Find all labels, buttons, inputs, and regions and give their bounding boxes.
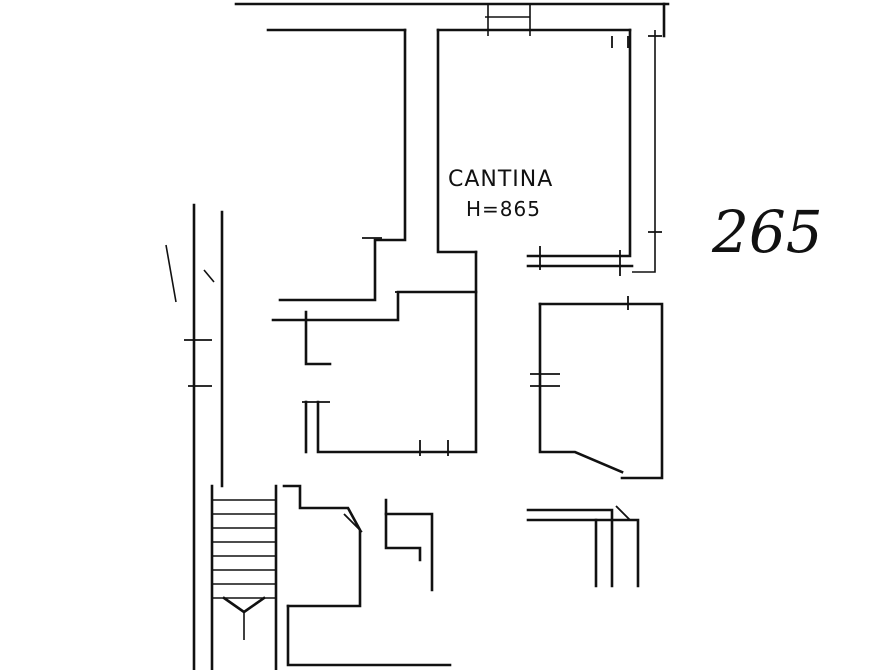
room-name-label: CANTINA xyxy=(448,167,553,192)
right-room xyxy=(530,296,664,480)
staircase xyxy=(210,484,278,670)
lower-rooms xyxy=(282,484,640,667)
top-wall xyxy=(234,2,670,48)
page-number: 265 xyxy=(711,198,823,266)
room-height-label: H=865 xyxy=(466,197,541,221)
central-room xyxy=(271,250,478,456)
cantina-room xyxy=(278,28,662,302)
left-corridor xyxy=(165,203,224,670)
